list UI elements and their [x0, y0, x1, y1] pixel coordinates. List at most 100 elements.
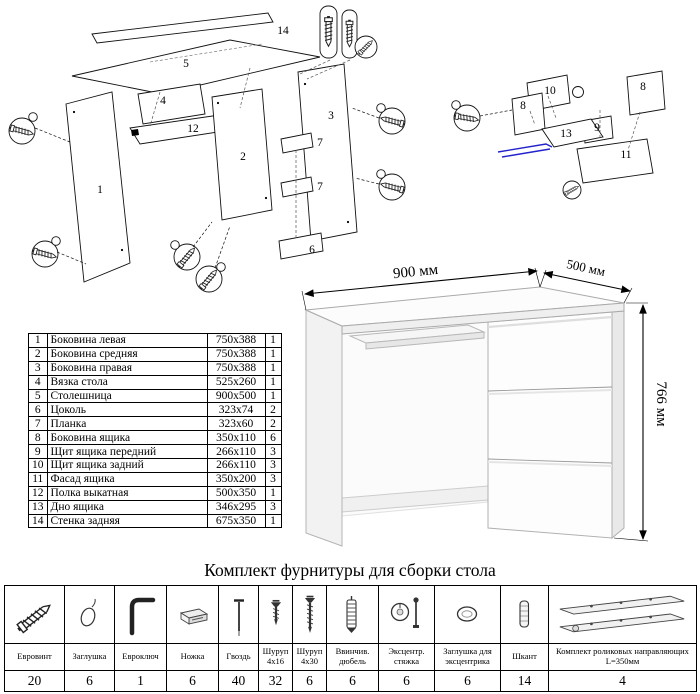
drill-holes	[72, 82, 350, 252]
hardware-kit-title: Комплект фурнитуры для сборки стола	[204, 560, 496, 580]
desk-top-front-edge	[341, 302, 625, 335]
part-size: 525x260	[206, 374, 266, 390]
screw-4x30-icon	[304, 595, 316, 633]
hardware-qty-row: 20 6 1 6 40 32 6 6 6 6 14 4	[4, 670, 697, 692]
hardware-qty: 1	[114, 670, 167, 692]
part-1-left-side	[65, 91, 131, 283]
part-5-tabletop	[71, 39, 321, 95]
exploded-drawer-diagram: 8 8 9 10 11 13	[451, 70, 666, 200]
part-size: 500x350	[206, 485, 266, 501]
fastener-callouts	[8, 103, 406, 293]
part-4-tie	[137, 83, 206, 125]
part-name: Цоколь	[46, 402, 208, 418]
part-qty: 6	[264, 430, 282, 446]
screw-detail-capsule	[319, 5, 378, 59]
drawer-unit-right-side	[611, 310, 625, 540]
hardware-qty: 14	[500, 670, 549, 692]
part-number: 5	[28, 388, 48, 404]
screw-4x16-icon	[270, 599, 282, 625]
part-size: 323x74	[206, 402, 266, 418]
hardware-name: Шуруп 4х16	[258, 643, 293, 671]
part-size: 350x110	[206, 430, 266, 446]
part-name: Щит ящика передний	[46, 444, 208, 460]
part-name: Столешница	[46, 388, 208, 404]
part-label-6: 6	[309, 244, 315, 256]
assembly-guide-lines	[149, 59, 351, 238]
part-number: 4	[28, 374, 48, 390]
part-size: 266x110	[206, 458, 266, 473]
part-label-10: 10	[544, 85, 556, 97]
part-qty: 1	[264, 333, 282, 348]
hardware-table: Евровинт Заглушка Евроключ Ножка Гвоздь …	[4, 585, 697, 692]
part-label-1: 1	[97, 184, 103, 196]
hardware-qty: 40	[218, 670, 259, 692]
part-7-strip-bottom	[280, 176, 314, 198]
hardware-name: Гвоздь	[218, 643, 259, 671]
part-label-8a: 8	[520, 100, 526, 112]
cam-lock-icon	[390, 596, 419, 628]
part-number: 12	[28, 485, 48, 501]
part-label-13: 13	[560, 128, 572, 140]
part-label-14: 14	[277, 25, 289, 37]
part-label-9: 9	[594, 122, 600, 134]
hardware-qty: 6	[64, 670, 115, 692]
foot-icon	[179, 608, 208, 625]
part-label-7a: 7	[317, 137, 323, 149]
part-number: 10	[28, 458, 48, 473]
part-qty: 2	[264, 416, 282, 432]
part-qty: 1	[264, 513, 282, 529]
part-qty: 1	[264, 360, 282, 376]
hardware-qty: 6	[378, 670, 435, 692]
part-number: 9	[28, 444, 48, 460]
part-qty: 3	[264, 471, 282, 487]
part-qty: 1	[264, 346, 282, 362]
hardware-qty: 6	[326, 670, 379, 692]
desk-back-panel	[341, 319, 489, 517]
part-number: 3	[28, 360, 48, 376]
dimension-width-label: 900 мм	[392, 262, 439, 282]
part-size: 323x60	[206, 416, 266, 432]
hardware-name: Ввинчив. дюбель	[326, 643, 379, 671]
hardware-name: Евроключ	[114, 643, 167, 671]
part-qty: 3	[264, 458, 282, 473]
part-number: 11	[28, 471, 48, 487]
desk-left-panel	[305, 309, 343, 547]
hardware-qty: 6	[434, 670, 501, 692]
part-qty: 3	[264, 444, 282, 460]
part-number: 8	[28, 430, 48, 446]
dimension-depth-label: 500 мм	[565, 256, 606, 279]
part-11-drawer-facade	[576, 138, 654, 184]
part-number: 14	[28, 513, 48, 529]
part-3-right-side	[297, 63, 358, 242]
part-number: 13	[28, 499, 48, 515]
dimension-height-label: 766 мм	[653, 381, 669, 427]
hardware-name: Заглушка для эксцентрика	[434, 643, 501, 671]
part-label-11: 11	[620, 149, 631, 161]
part-name: Вязка стола	[46, 374, 208, 390]
hardware-qty: 6	[166, 670, 219, 692]
part-name: Стенка задняя	[46, 513, 208, 529]
part-qty: 1	[264, 374, 282, 390]
part-size: 346x295	[206, 499, 266, 515]
part-name: Фасад ящика	[46, 471, 208, 487]
hardware-name: Евровинт	[4, 643, 65, 671]
part-size: 900x500	[206, 388, 266, 404]
part-13-drawer-bottom	[541, 118, 604, 148]
hardware-icons-row	[4, 585, 697, 644]
part-8-drawer-side-left	[511, 92, 546, 136]
part-label-5: 5	[183, 58, 189, 70]
part-name: Боковина ящика	[46, 430, 208, 446]
part-name: Боковина правая	[46, 360, 208, 376]
cam-plug-icon	[456, 605, 477, 622]
